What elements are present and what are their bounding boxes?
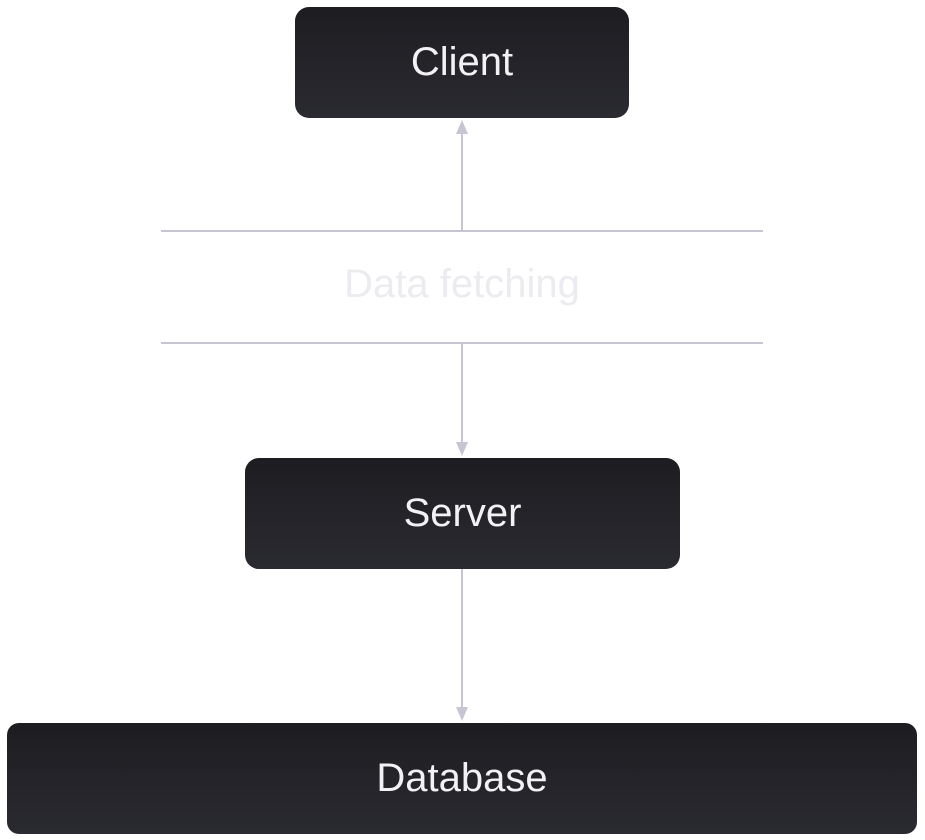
server-node: Server bbox=[245, 458, 680, 569]
client-node: Client bbox=[295, 7, 629, 118]
arrowhead-server bbox=[456, 442, 468, 456]
arrowhead-database bbox=[456, 707, 468, 721]
client-label: Client bbox=[410, 40, 514, 84]
data-fetching-layer-label: Data fetching bbox=[344, 262, 580, 306]
database-label: Database bbox=[376, 756, 548, 800]
arrowhead-client bbox=[456, 120, 468, 134]
server-label: Server bbox=[403, 491, 522, 535]
layer-bottom-border bbox=[161, 342, 763, 344]
database-node: Database bbox=[7, 723, 917, 834]
